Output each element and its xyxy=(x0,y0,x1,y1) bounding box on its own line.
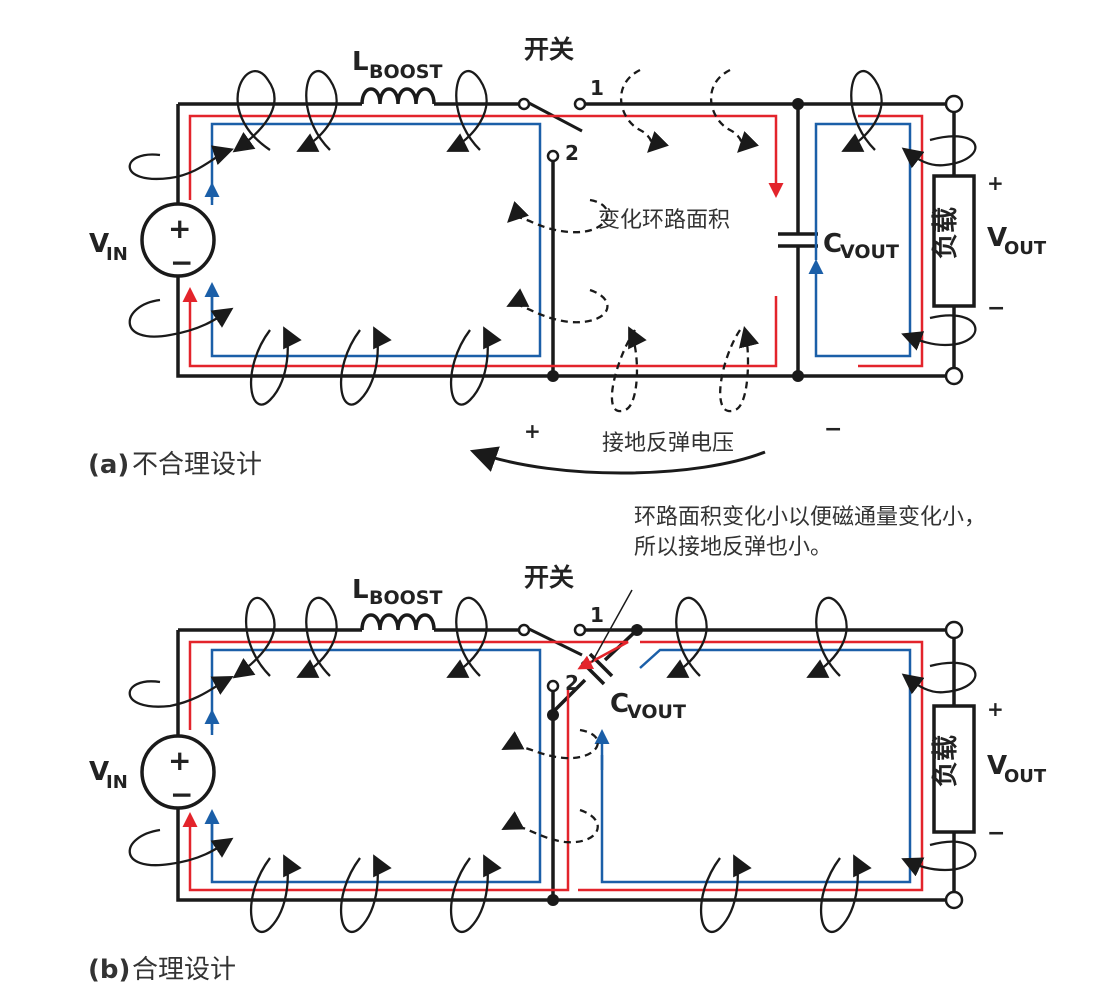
caption-prefix-a: (a) xyxy=(88,450,129,480)
inductor-coil-b xyxy=(360,613,436,631)
output-terminal-top-b xyxy=(944,620,964,640)
source-plus-a: + xyxy=(168,212,191,245)
node-1-label-a: 1 xyxy=(590,76,604,100)
cap-label-a: C xyxy=(823,229,842,259)
ground-bounce-arrow-a xyxy=(469,446,766,475)
junction-dot xyxy=(631,624,643,636)
switch-contact-1-b xyxy=(573,623,587,637)
switch-contact-1-a xyxy=(573,97,587,111)
inductor-label-a: L xyxy=(352,47,369,77)
flux-loops-dashed-a xyxy=(506,68,760,413)
output-terminal-top-a xyxy=(944,94,964,114)
vout-label-b: V xyxy=(987,751,1007,781)
blue-current-path-a xyxy=(210,122,542,358)
bounce-minus-a: − xyxy=(824,417,842,442)
node-2-label-b: 2 xyxy=(565,671,579,695)
circuit-wires-b xyxy=(176,628,956,902)
switch-label-b: 开关 xyxy=(524,563,574,592)
inductor-subscript-a: BOOST xyxy=(369,61,442,83)
switch-contact-2-b xyxy=(546,679,560,693)
vout-label-a: V xyxy=(987,223,1007,253)
loop-area-note-a: 变化环路面积 xyxy=(598,208,730,233)
junction-dot xyxy=(792,370,804,382)
caption-text-a: 不合理设计 xyxy=(132,450,262,480)
diagram-a: 开关 1 2 L BOOST V IN + − C VOUT 负载 V OUT … xyxy=(88,35,1047,480)
flux-loops-solid-b xyxy=(128,596,977,933)
output-terminal-bottom-a xyxy=(944,366,964,386)
red-current-path-a-2 xyxy=(182,287,778,368)
note-line2-b: 所以接地反弹也小。 xyxy=(634,535,832,560)
vin-subscript-a: IN xyxy=(106,244,128,265)
red-current-path-b xyxy=(188,640,629,730)
load-box-a xyxy=(932,174,976,308)
bounce-plus-a: + xyxy=(524,419,541,443)
switch-contact-common-b xyxy=(517,623,531,637)
vin-label-b: V xyxy=(89,757,109,787)
inductor-coil-a xyxy=(360,87,436,105)
cap-label-b: C xyxy=(610,689,629,719)
voltage-source-b xyxy=(140,734,216,810)
junction-dot xyxy=(547,370,559,382)
circuit-wires-a xyxy=(176,102,956,378)
vin-label-a: V xyxy=(89,229,109,259)
red-current-path-a-3 xyxy=(858,114,924,368)
inductor-label-b: L xyxy=(352,575,369,605)
vout-minus-a: − xyxy=(987,296,1005,321)
red-current-path-a xyxy=(188,114,784,200)
caption-prefix-b: (b) xyxy=(88,955,130,985)
output-terminal-bottom-b xyxy=(944,890,964,910)
blue-current-path-a-cap xyxy=(814,122,912,358)
vout-plus-b: + xyxy=(987,697,1004,721)
load-box-b xyxy=(932,704,976,834)
blue-current-path-b-right xyxy=(600,648,912,884)
switch-contact-common-a xyxy=(517,97,531,111)
vout-subscript-b: OUT xyxy=(1004,766,1047,787)
switch-label-a: 开关 xyxy=(524,35,574,64)
node-1-label-b: 1 xyxy=(590,603,604,627)
voltage-source-a xyxy=(140,202,216,278)
blue-current-path-b xyxy=(210,648,542,884)
load-label-b: 负载 xyxy=(931,735,961,787)
ground-bounce-label-a: 接地反弹电压 xyxy=(602,431,734,456)
note-pointer-line-b xyxy=(591,589,633,663)
diagram-b: 环路面积变化小以便磁通量变化小， 所以接地反弹也小。 开关 1 2 L BOOS… xyxy=(88,505,1047,985)
vout-minus-b: − xyxy=(987,821,1005,846)
node-2-label-a: 2 xyxy=(565,141,579,165)
inductor-subscript-b: BOOST xyxy=(369,587,442,609)
note-line1-b: 环路面积变化小以便磁通量变化小， xyxy=(634,505,986,530)
switch-contact-2-a xyxy=(546,149,560,163)
cap-subscript-a: VOUT xyxy=(840,241,899,263)
vout-plus-a: + xyxy=(987,171,1004,195)
red-current-path-b-2 xyxy=(182,690,570,892)
flux-loops-solid-a xyxy=(128,70,977,406)
vout-subscript-a: OUT xyxy=(1004,238,1047,259)
vin-subscript-b: IN xyxy=(106,772,128,793)
source-minus-b: − xyxy=(170,778,193,811)
source-minus-a: − xyxy=(170,246,193,279)
flux-loops-dashed-b xyxy=(501,728,599,844)
cap-subscript-b: VOUT xyxy=(627,701,686,723)
junction-dot xyxy=(547,894,559,906)
caption-text-b: 合理设计 xyxy=(132,955,236,985)
junction-dot xyxy=(792,98,804,110)
load-label-a: 负载 xyxy=(931,207,961,259)
red-current-path-b-3 xyxy=(578,640,924,892)
source-plus-b: + xyxy=(168,744,191,777)
junction-dot xyxy=(547,709,559,721)
